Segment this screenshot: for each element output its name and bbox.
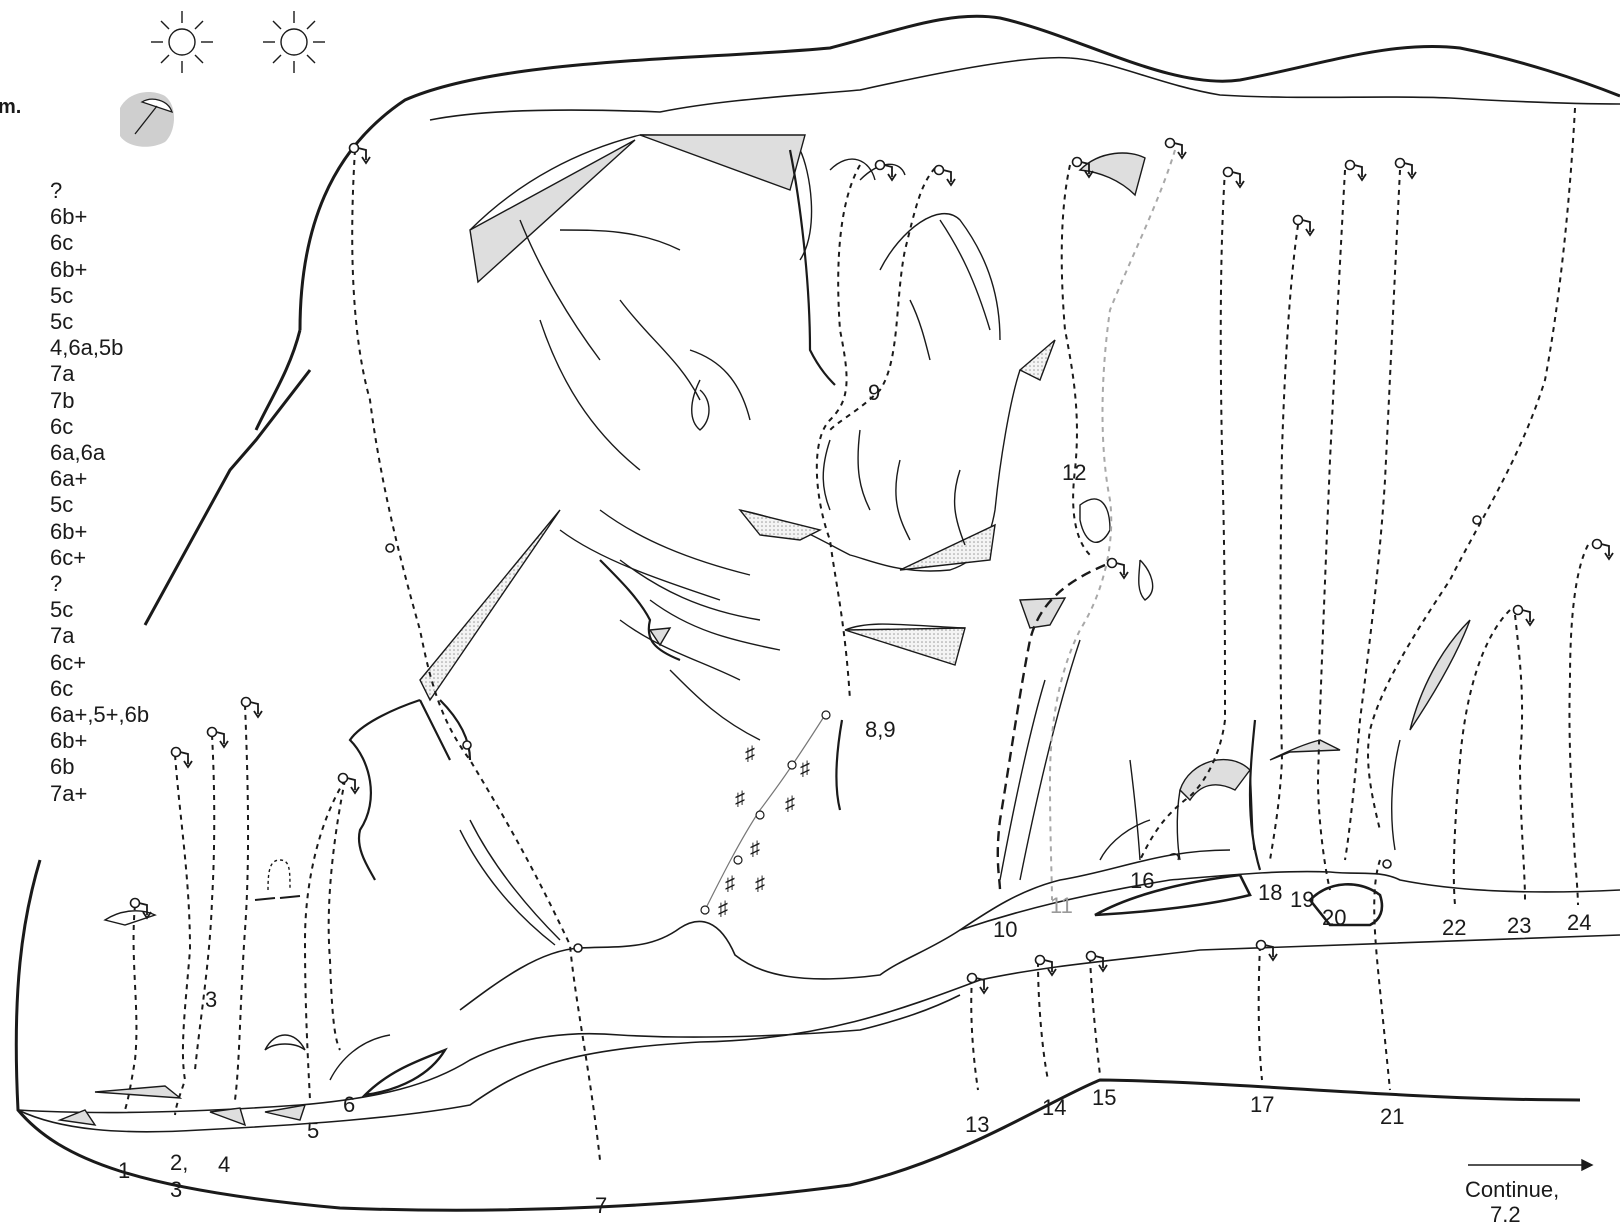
svg-text:♯: ♯ (785, 793, 795, 815)
route-number-16: 16 (1130, 868, 1154, 893)
route-number-22: 22 (1442, 915, 1466, 940)
belay-points (386, 516, 1481, 952)
route-number-24: 24 (1567, 910, 1591, 935)
route-number-8-9: 8,9 (865, 717, 896, 742)
route-number-13: 13 (965, 1112, 989, 1137)
route-number-2-3-b: 3 (170, 1177, 182, 1202)
route-number-19: 19 (1290, 887, 1314, 912)
route-number-21: 21 (1380, 1104, 1404, 1129)
route-number-7: 7 (595, 1193, 607, 1214)
umbrella-shade-icon (120, 92, 174, 147)
route-11-line (1050, 150, 1175, 900)
route-number-1: 1 (118, 1158, 130, 1183)
crag-outline (16, 16, 1620, 1210)
route-number-2-3: 2, (170, 1150, 188, 1175)
svg-text:♯: ♯ (718, 898, 728, 920)
route-number-20: 20 (1322, 905, 1346, 930)
svg-text:♯: ♯ (745, 743, 755, 765)
svg-text:♯: ♯ (800, 758, 810, 780)
rock-detail-lines (18, 58, 1620, 1132)
svg-text:♯: ♯ (755, 873, 765, 895)
svg-text:♯: ♯ (735, 788, 745, 810)
route-number-10: 10 (993, 917, 1017, 942)
route-number-23: 23 (1507, 913, 1531, 938)
route-number-11: 11 (1050, 893, 1073, 918)
route-number-6: 6 (343, 1092, 355, 1117)
route-number-18: 18 (1258, 880, 1282, 905)
route-number-3: 3 (205, 987, 217, 1012)
sun-icon (263, 11, 325, 73)
continue-label: Continue, (1465, 1178, 1559, 1202)
route-number-14: 14 (1042, 1095, 1066, 1120)
route-number-17: 17 (1250, 1092, 1274, 1117)
route-number-15: 15 (1092, 1085, 1116, 1110)
sun-icon (151, 11, 213, 73)
route-number-12: 12 (1062, 460, 1086, 485)
continue-arrow-icon (1468, 1160, 1592, 1170)
continue-sub-label: 7.2 (1490, 1203, 1521, 1227)
route-number-5: 5 (307, 1118, 319, 1143)
bolt-ladder (701, 711, 830, 914)
svg-text:♯: ♯ (725, 873, 735, 895)
bolt-marks: ♯♯ ♯♯ ♯♯ ♯♯ (718, 743, 810, 920)
route-number-9: 9 (868, 380, 880, 405)
svg-text:♯: ♯ (750, 838, 760, 860)
route-number-4: 4 (218, 1152, 230, 1177)
